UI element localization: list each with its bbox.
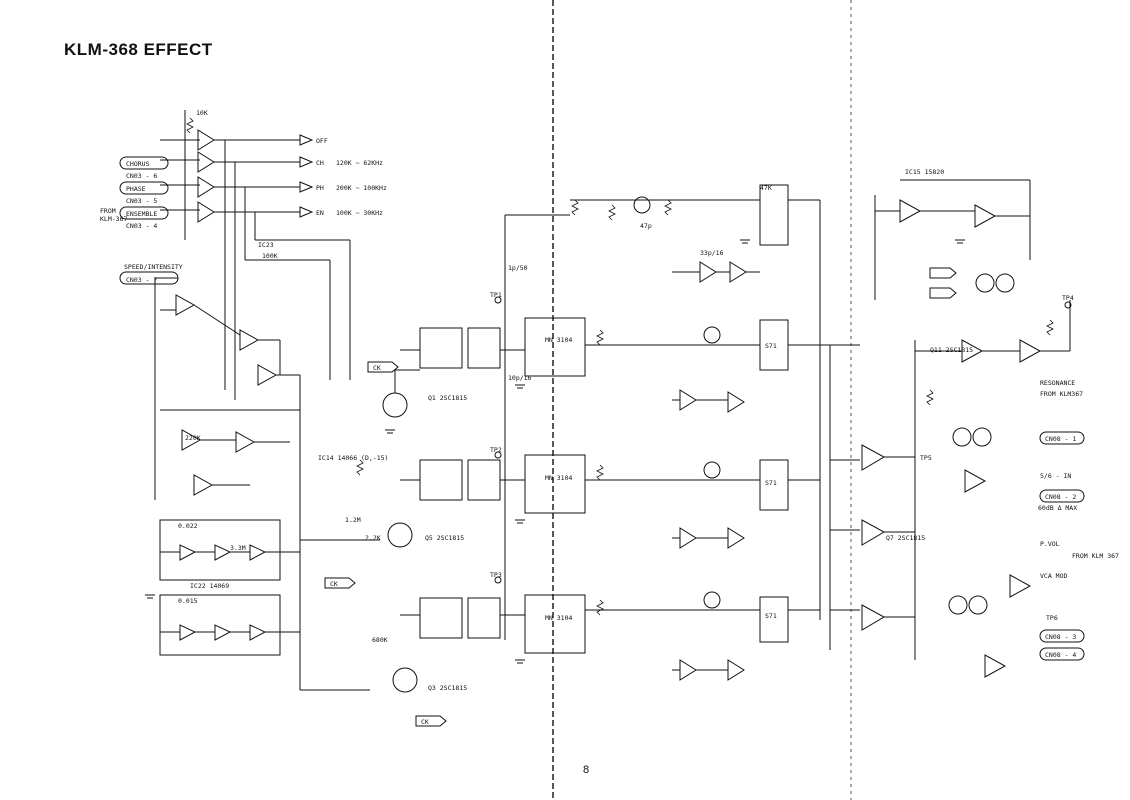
res-value-5: 1.2M	[345, 516, 361, 524]
right-conn-3: 5/6 - IN	[1040, 472, 1071, 480]
page-title: KLM-368 EFFECT	[64, 40, 213, 59]
input-phase-label: PHASE	[126, 185, 146, 193]
s71-chip-1: S71	[765, 342, 777, 350]
resonance-label: RESONANCE	[1040, 379, 1075, 387]
bbd-chip-3: MN 3104	[545, 614, 572, 622]
cap-value-6: 33p/16	[700, 249, 724, 257]
transistor-label-q1: Q1 2SC1815	[428, 394, 467, 402]
clock-tag-2: CK	[330, 580, 338, 588]
tp-label-6: TP6	[1046, 614, 1058, 622]
ic14-label: IC14 14066 (D,-15)	[318, 454, 388, 462]
tp-label-2: TP2	[490, 446, 502, 454]
page-number: 8	[583, 764, 590, 776]
s71-chip-3: S71	[765, 612, 777, 620]
right-conn-2: CN08 - 2	[1045, 493, 1076, 501]
res-value-8: 220K	[185, 434, 201, 442]
tp-label-3: TP3	[490, 571, 502, 579]
s71-chip-2: S71	[765, 479, 777, 487]
mode-out-off: OFF	[316, 137, 328, 145]
cap-value-1: 0.022	[178, 522, 198, 530]
mode-out-en: EN	[316, 209, 324, 217]
pvol-label: P.VOL	[1040, 540, 1060, 548]
mode-out-en-range: 100K ~ 30KHz	[336, 209, 383, 217]
cap-value-2: 0.015	[178, 597, 198, 605]
clock-tag-3: CK	[421, 718, 429, 726]
tp-label-1: TP1	[490, 291, 502, 299]
vca-mod-label: VCA MOD	[1040, 572, 1067, 580]
tp-label-5: TP5	[920, 454, 932, 462]
input-ensemble-label: ENSEMBLE	[126, 210, 157, 218]
resonance-sub-label: FROM KLM367	[1040, 390, 1083, 398]
ic23-label: IC23	[258, 241, 274, 249]
right-conn-5: CN08 - 4	[1045, 651, 1076, 659]
res-value-6: 680K	[372, 636, 388, 644]
res-value-7: 3.3M	[230, 544, 246, 552]
bbd-chip-2: MN 3104	[545, 474, 572, 482]
res-value-2: 47K	[760, 184, 772, 192]
input-chorus-conn: CN03 - 6	[126, 172, 157, 180]
input-chorus-label: CHORUS	[126, 160, 150, 168]
mode-out-ch: CH	[316, 159, 324, 167]
mode-out-ch-range: 120K ~ 62KHz	[336, 159, 383, 167]
mode-out-ph: PH	[316, 184, 324, 192]
clock-tag-1: CK	[373, 364, 381, 372]
speed-intensity-conn: CN03 - 7	[126, 276, 157, 284]
transistor-label-q5: Q5 2SC1815	[425, 534, 464, 542]
cap-value-4: 1p/50	[508, 264, 528, 272]
right-conn-1: CN08 - 1	[1045, 435, 1076, 443]
mode-out-ph-range: 200K ~ 100KHz	[336, 184, 387, 192]
transistor-label-q7: Q7 2SC1815	[886, 534, 925, 542]
right-conn-4: CN08 - 3	[1045, 633, 1076, 641]
input-phase-conn: CN03 - 5	[126, 197, 157, 205]
tp-label-4: TP4	[1062, 294, 1074, 302]
bbd-chip-1: MN 3104	[545, 336, 572, 344]
input-ensemble-conn: CN03 - 4	[126, 222, 157, 230]
res-value-1: 10K	[196, 109, 208, 117]
ic15-label: IC15 15820	[905, 168, 944, 176]
cap-value-5: 10p/16	[508, 374, 532, 382]
transistor-label-q11: Q11 2SC1815	[930, 346, 973, 354]
res-value-3: 100K	[262, 252, 278, 260]
cap-value-3: 47p	[640, 222, 652, 230]
speed-intensity-label: SPEED/INTENSITY	[124, 263, 183, 271]
ic22-label: IC22 14069	[190, 582, 229, 590]
res-value-4: 2.2K	[365, 534, 381, 542]
from-klm367-right-label: FROM KLM 367	[1072, 552, 1119, 560]
transistor-label-q3: Q3 2SC1815	[428, 684, 467, 692]
gain-note: 60dB Δ MAX	[1038, 504, 1077, 512]
